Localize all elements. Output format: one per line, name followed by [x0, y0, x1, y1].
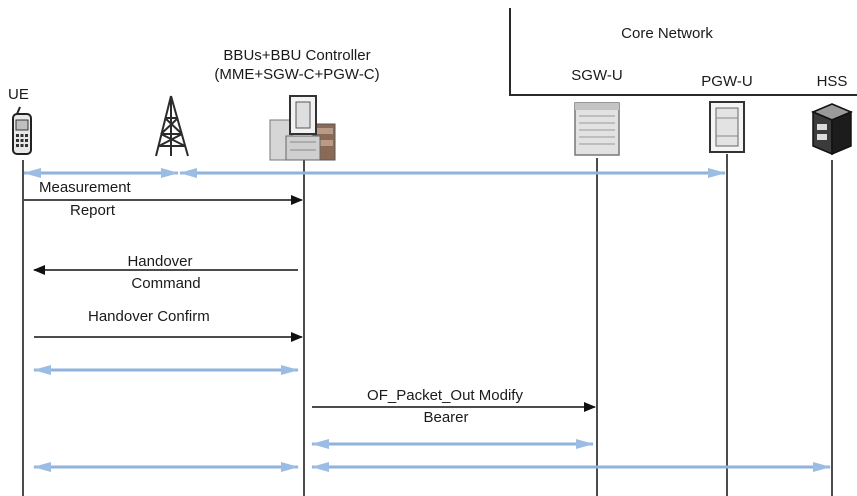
measurement-report-label-2: Report — [70, 202, 116, 219]
core-network-box — [509, 8, 857, 96]
data-path-arrows — [23, 168, 831, 472]
database-server-icon — [811, 103, 853, 156]
sgw-u-label: SGW-U — [571, 67, 623, 84]
server-icon — [709, 101, 745, 153]
core-network-title: Core Network — [621, 25, 713, 42]
bbu-label-line1: BBUs+BBU Controller — [223, 47, 371, 64]
handover-command-label-1: Handover — [127, 253, 193, 270]
antenna-tower-icon — [155, 95, 189, 157]
server-icon — [574, 102, 620, 156]
ue-label: UE — [8, 86, 29, 103]
of-packet-out-label-1: OF_Packet_Out Modify — [367, 387, 523, 404]
bbu-label-line2: (MME+SGW-C+PGW-C) — [214, 66, 380, 83]
hss-label: HSS — [816, 73, 848, 90]
measurement-report-label-1: Measurement — [39, 179, 131, 196]
handover-confirm-label: Handover Confirm — [88, 308, 210, 325]
pgw-u-label: PGW-U — [701, 73, 753, 90]
lifelines — [22, 154, 833, 496]
mobile-phone-icon — [12, 106, 32, 155]
server-rack-icon — [269, 95, 336, 161]
handover-command-label-2: Command — [131, 275, 201, 292]
of-packet-out-label-2: Bearer — [423, 409, 469, 426]
signal-arrows — [24, 195, 596, 412]
